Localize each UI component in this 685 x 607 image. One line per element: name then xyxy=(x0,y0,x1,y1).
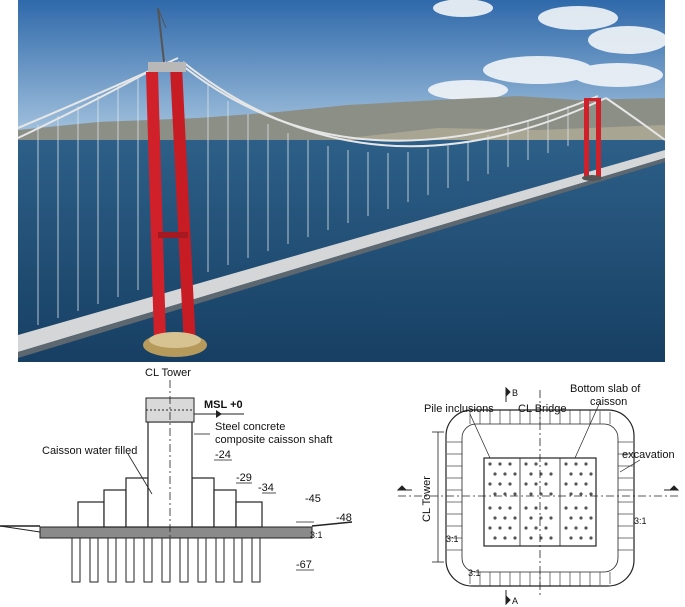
caisson-diagrams: CL Tower MSL +0 Steel concrete composite… xyxy=(0,362,685,607)
slope-bottom-label: 3:1 xyxy=(468,568,481,578)
near-tower xyxy=(143,7,207,357)
cl-tower-label: CL Tower xyxy=(145,367,191,379)
section-mark-bottom: A xyxy=(512,596,518,606)
section-marks xyxy=(396,386,680,606)
hangers xyxy=(37,76,589,325)
level-24: -24 xyxy=(215,449,231,461)
caisson-label: Caisson water filled xyxy=(42,445,137,457)
slope-right-label: 3:1 xyxy=(634,516,647,526)
bridge-deck-shadow xyxy=(18,158,665,358)
clouds xyxy=(428,0,665,100)
slope-hatching xyxy=(447,410,633,586)
pile-inclusion-grid xyxy=(488,462,593,540)
msl-label: MSL +0 xyxy=(204,399,243,411)
pile-inclusions-label: Pile inclusions xyxy=(424,403,494,415)
shaft-label-2: composite caisson shaft xyxy=(215,434,332,446)
level-45: -45 xyxy=(305,493,321,505)
bottom-slab-label-1: Bottom slab of xyxy=(570,383,641,395)
level-48: -48 xyxy=(336,512,352,524)
slope-left-label: 3:1 xyxy=(446,534,459,544)
caisson-diagrams-drawing: CL Tower MSL +0 Steel concrete composite… xyxy=(0,367,680,606)
gravel-bed xyxy=(39,526,313,539)
cl-bridge-label: CL Bridge xyxy=(518,403,567,415)
pile-columns xyxy=(71,537,261,583)
section-mark-top: B xyxy=(512,388,518,398)
level-34: -34 xyxy=(258,482,274,494)
far-tower xyxy=(582,98,602,181)
bridge-photo-drawing xyxy=(18,0,665,362)
shaft-label-1: Steel concrete xyxy=(215,421,285,433)
main-cables xyxy=(18,57,665,148)
level-67: -67 xyxy=(296,559,312,571)
cl-tower-plan-label: CL Tower xyxy=(421,476,433,522)
bridge-photo xyxy=(18,0,665,362)
bottom-slab-label-2: caisson xyxy=(590,396,627,408)
bridge-deck xyxy=(18,150,665,352)
level-29: -29 xyxy=(236,472,252,484)
elevation-section: CL Tower MSL +0 Steel concrete composite… xyxy=(0,367,353,583)
excavation-label: excavation xyxy=(622,449,675,461)
plan-section: Pile inclusions CL Bridge Bottom slab of… xyxy=(396,383,680,606)
slope-label: 3:1 xyxy=(310,530,323,540)
